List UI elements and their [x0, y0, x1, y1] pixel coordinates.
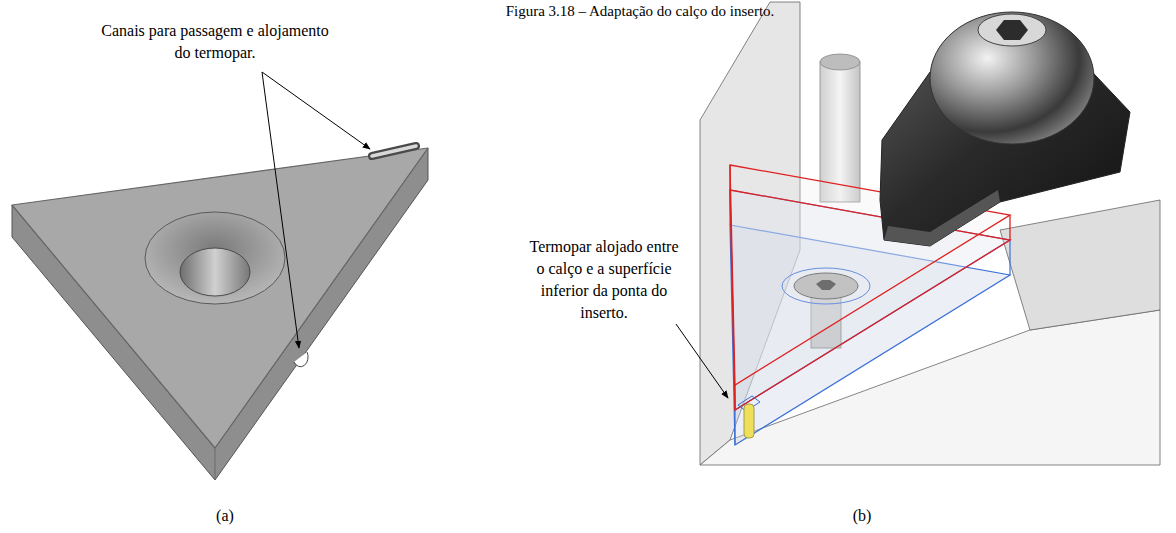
- clamp-screw-dome: [930, 12, 1094, 144]
- label-slot: Termopar alojado entre o calço e a super…: [524, 236, 684, 324]
- shim-top-face: [12, 148, 428, 448]
- leader-arrow: [262, 72, 299, 348]
- countersink: [145, 212, 285, 304]
- subfigure-label: (b): [832, 506, 892, 526]
- thermocouple-channel: [372, 146, 416, 156]
- holder-wall: [1000, 200, 1160, 330]
- insert-outline: [734, 385, 735, 410]
- shim-bore: [180, 248, 250, 296]
- insert-outline: [1009, 215, 1010, 240]
- side-notch: [294, 352, 308, 367]
- figure-title: Figura 3.18 – Adaptação do calço do inse…: [380, 3, 900, 20]
- shim-side-face: [12, 148, 428, 480]
- shim-edge: [215, 448, 216, 480]
- leader-arrow: [676, 324, 728, 398]
- clamp-screw-top: [978, 14, 1046, 46]
- thermocouple: [744, 404, 754, 438]
- hex-socket: [996, 20, 1028, 40]
- thermocouple-channel: [372, 146, 416, 156]
- label-slot: (b): [832, 506, 892, 526]
- pin-hole: [820, 54, 860, 70]
- insert-outline: [730, 190, 1010, 410]
- pin-hole: [820, 62, 860, 202]
- callout-label: Canais para passagem e alojamento do ter…: [100, 20, 330, 64]
- title-slot: Figura 3.18 – Adaptação do calço do inse…: [380, 3, 900, 20]
- subfigure-label: (a): [195, 506, 255, 526]
- insert-outline: [729, 165, 730, 190]
- label-slot: (a): [195, 506, 255, 526]
- shim-outline: [1009, 240, 1010, 275]
- label-slot: Canais para passagem e alojamento do ter…: [100, 20, 330, 64]
- clamp-edge: [884, 190, 1000, 246]
- leader-arrow: [262, 72, 370, 149]
- shim-outline: [734, 410, 735, 445]
- callout-label: Termopar alojado entre o calço e a super…: [524, 236, 684, 324]
